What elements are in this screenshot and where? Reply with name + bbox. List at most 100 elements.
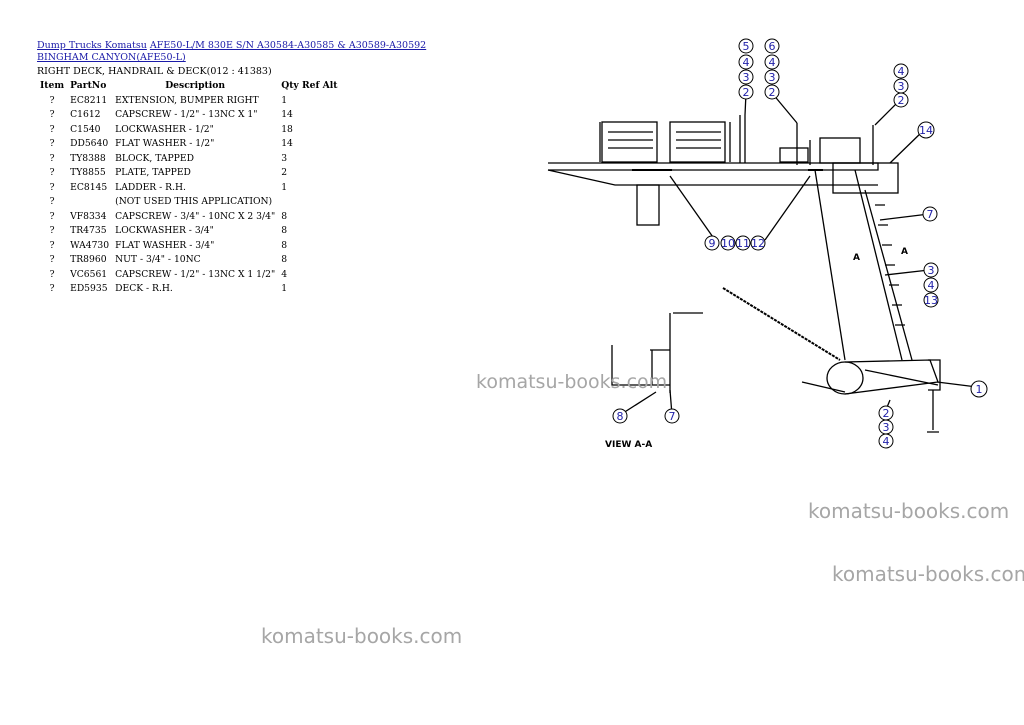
callout-2[interactable]: 2 [893,92,909,108]
callout-3[interactable]: 3 [893,78,909,94]
watermark: komatsu-books.com [808,499,1010,523]
cell-description: LOCKWASHER - 3/4" [115,225,214,237]
svg-text:5: 5 [743,40,750,53]
cell-partno: ED5935 [70,283,108,295]
svg-text:3: 3 [883,421,890,434]
svg-text:2: 2 [769,86,776,99]
section-mark-left: A [853,253,860,263]
parts-table: Item PartNo Description Qty Ref Alt ?EC8… [37,78,341,296]
callout-6[interactable]: 6 [764,38,780,54]
callout-4[interactable]: 4 [893,63,909,79]
cell-partno: VC6561 [70,268,108,280]
callout-4[interactable]: 4 [878,433,894,449]
callout-13[interactable]: 13 [923,292,939,308]
callout-3[interactable]: 3 [764,69,780,85]
cell-description: PLATE, TAPPED [115,167,191,179]
cell-qty: 8 [281,225,288,237]
table-row: ?(NOT USED THIS APPLICATION) [37,195,341,210]
breadcrumb: Dump Trucks Komatsu AFE50-L/M 830E S/N A… [37,40,457,64]
cell-item: ? [49,152,55,164]
svg-text:8: 8 [617,410,624,423]
cell-description: EXTENSION, BUMPER RIGHT [115,94,259,106]
breadcrumb-link-category[interactable]: Dump Trucks Komatsu [37,40,147,51]
watermark: komatsu-books.com [476,371,668,393]
callout-7[interactable]: 7 [922,206,938,222]
callout-7[interactable]: 7 [664,408,680,424]
callout-4[interactable]: 4 [738,54,754,70]
cell-qty: 4 [281,268,288,280]
callout-14[interactable]: 14 [917,121,935,139]
callout-10[interactable]: 10 [720,235,736,251]
svg-text:4: 4 [898,65,905,78]
callout-11[interactable]: 11 [735,235,751,251]
callout-5[interactable]: 5 [738,38,754,54]
callout-8[interactable]: 8 [612,408,628,424]
cell-qty: 18 [281,123,293,135]
callout-3[interactable]: 3 [923,262,939,278]
cell-item: ? [49,94,55,106]
cell-partno: WA4730 [70,239,110,251]
cell-qty: 8 [281,239,288,251]
cell-item: ? [49,210,55,222]
cell-partno: EC8211 [70,94,108,106]
svg-text:3: 3 [769,71,776,84]
callout-3[interactable]: 3 [878,419,894,435]
cell-partno: DD5640 [70,138,109,150]
cell-item: ? [49,268,55,280]
cell-qty: 14 [281,138,293,150]
callout-1[interactable]: 1 [970,380,988,398]
parts-diagram: VIEW A-A A A 5 4 3 2 6 4 3 2 4 3 2 14 7 … [547,38,988,450]
cell-qty: 1 [281,283,288,295]
cell-description: LOCKWASHER - 1/2" [115,123,214,135]
svg-text:2: 2 [743,86,750,99]
cell-item: ? [49,167,55,179]
col-qty: Qty [281,80,299,91]
col-partno: PartNo [70,80,107,91]
cell-description: FLAT WASHER - 1/2" [115,138,215,150]
cell-partno [67,195,112,210]
cell-description: CAPSCREW - 3/4" - 10NC X 2 3/4" [115,210,276,222]
svg-text:3: 3 [743,71,750,84]
svg-text:3: 3 [898,80,905,93]
col-qty-ref-alt: Qty Ref Alt [278,78,340,93]
table-row: ? C1540 LOCKWASHER - 1/2" 18 [37,122,341,137]
callout-4[interactable]: 4 [923,277,939,293]
cell-description: CAPSCREW - 1/2" - 13NC X 1 1/2" [115,268,276,280]
table-row: ? VC6561 CAPSCREW - 1/2" - 13NC X 1 1/2" 4 [37,267,341,282]
svg-text:2: 2 [883,407,890,420]
cell-qty: 1 [281,181,288,193]
callout-4[interactable]: 4 [764,54,780,70]
cell-partno: C1540 [70,123,101,135]
callout-9[interactable]: 9 [704,235,720,251]
callout-2[interactable]: 2 [764,84,780,100]
svg-text:4: 4 [883,435,890,448]
cell-qty: 3 [281,152,288,164]
svg-text:7: 7 [669,410,676,423]
cell-qty [278,195,340,210]
breadcrumb-link-model[interactable]: AFE50-L/M 830E S/N A30584-A30585 & A3058… [37,40,427,63]
diagram-linework [547,92,978,433]
callout-2[interactable]: 2 [738,84,754,100]
svg-text:3: 3 [928,264,935,277]
cell-item: ? [49,123,55,135]
table-row: ? DD5640 FLAT WASHER - 1/2" 14 [37,137,341,152]
cell-item: ? [49,239,55,251]
cell-description: (NOT USED THIS APPLICATION) [115,196,273,208]
svg-text:2: 2 [898,94,905,107]
svg-text:7: 7 [927,208,934,221]
svg-text:12: 12 [751,237,765,250]
callout-12[interactable]: 12 [750,235,766,251]
cell-item: ? [49,138,55,150]
callout-3[interactable]: 3 [738,69,754,85]
cell-qty: 8 [281,210,288,222]
callout-2[interactable]: 2 [878,405,894,421]
